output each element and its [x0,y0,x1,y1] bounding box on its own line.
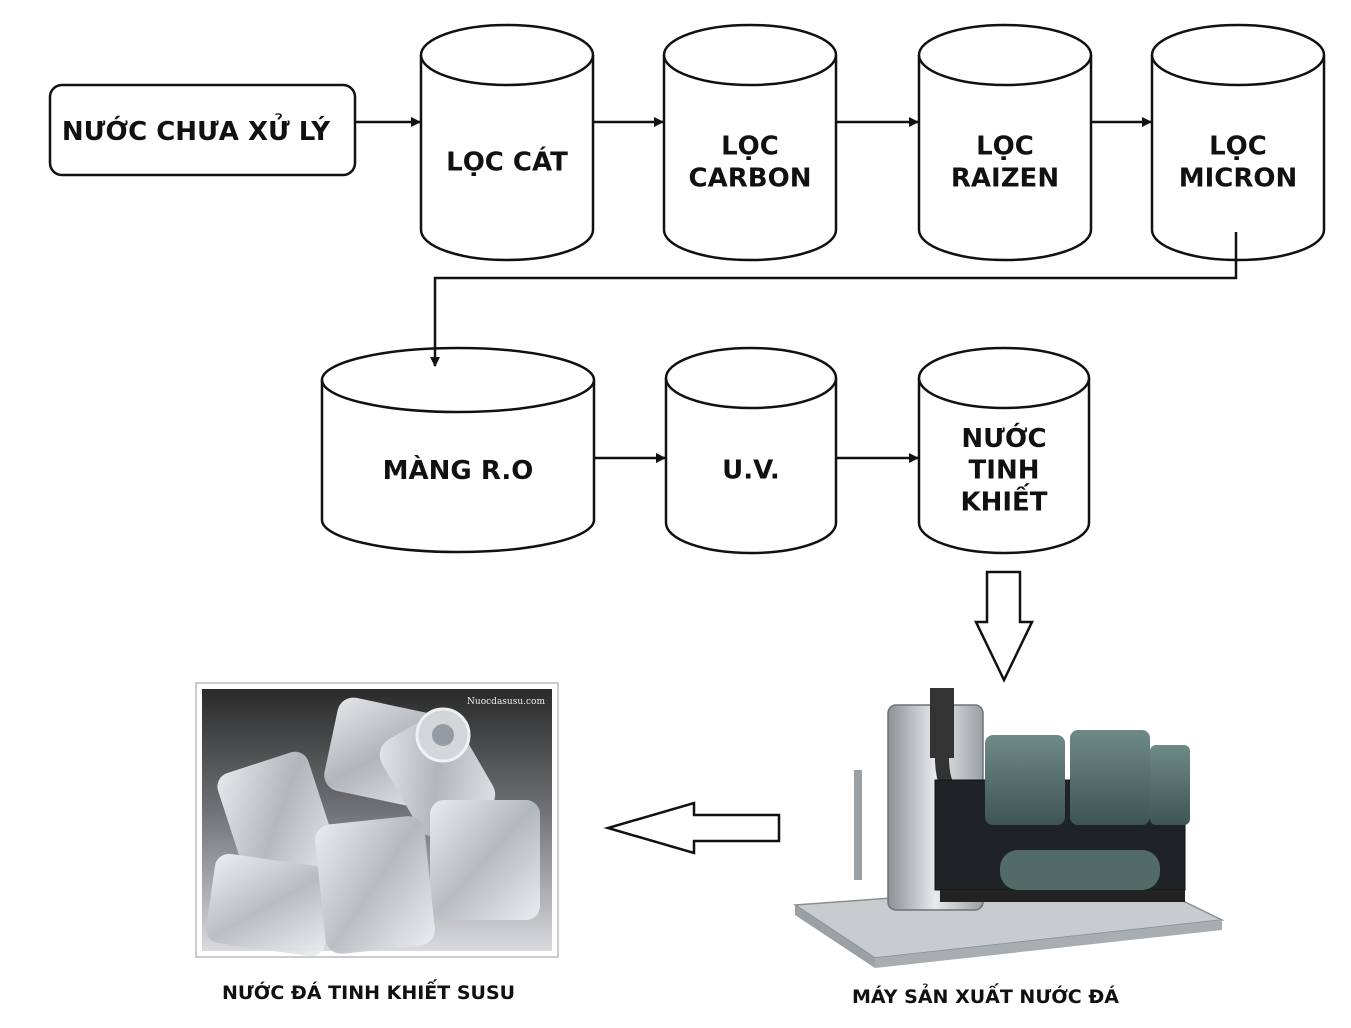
row1-tank-4-label-line: MICRON [1179,163,1298,193]
start-node: NƯỚC CHƯA XỬ LÝ [48,83,357,177]
row1-tank-3-label-line: LỌC [976,132,1034,162]
ice-machine-photo [792,688,1225,968]
row1-tank-1-label-line: LỌC CÁT [446,146,568,178]
ice-photo: Nuocdasusu.com [195,682,559,958]
row2-tank-3-label-line: KHIẾT [960,482,1047,517]
row2-tank-3-label-line: TINH [969,456,1040,486]
start-node-label: NƯỚC CHƯA XỬ LÝ [62,111,331,147]
row2-tank-2-label-line: U.V. [722,456,780,486]
ice-photo-caption: NƯỚC ĐÁ TINH KHIẾT SUSU [222,982,516,1004]
flow-connectors [355,117,1238,463]
ice-machine-caption: MÁY SẢN XUẤT NƯỚC ĐÁ [852,986,1119,1008]
arrow-micron-to-ro [430,232,1238,367]
row1-tank-2-label-line: LỌC [721,132,779,162]
row1-tank-1: LỌC CÁT [419,23,595,262]
ice-photo-watermark: Nuocdasusu.com [467,697,545,707]
down-arrow-to-machine [974,570,1034,683]
row1-tank-3-label-line: RAIZEN [951,163,1059,193]
row2-tank-1-label-line: MÀNG R.O [383,454,534,486]
row1-tank-2-label-line: CARBON [689,163,812,193]
row2-tank-2: U.V. [664,346,838,555]
left-arrow-to-ice [603,801,781,855]
row1-tank-4-label-line: LỌC [1209,132,1267,162]
row2-tank-3-label-line: NƯỚC [961,422,1046,454]
row2-tank-1: MÀNG R.O [320,346,596,554]
